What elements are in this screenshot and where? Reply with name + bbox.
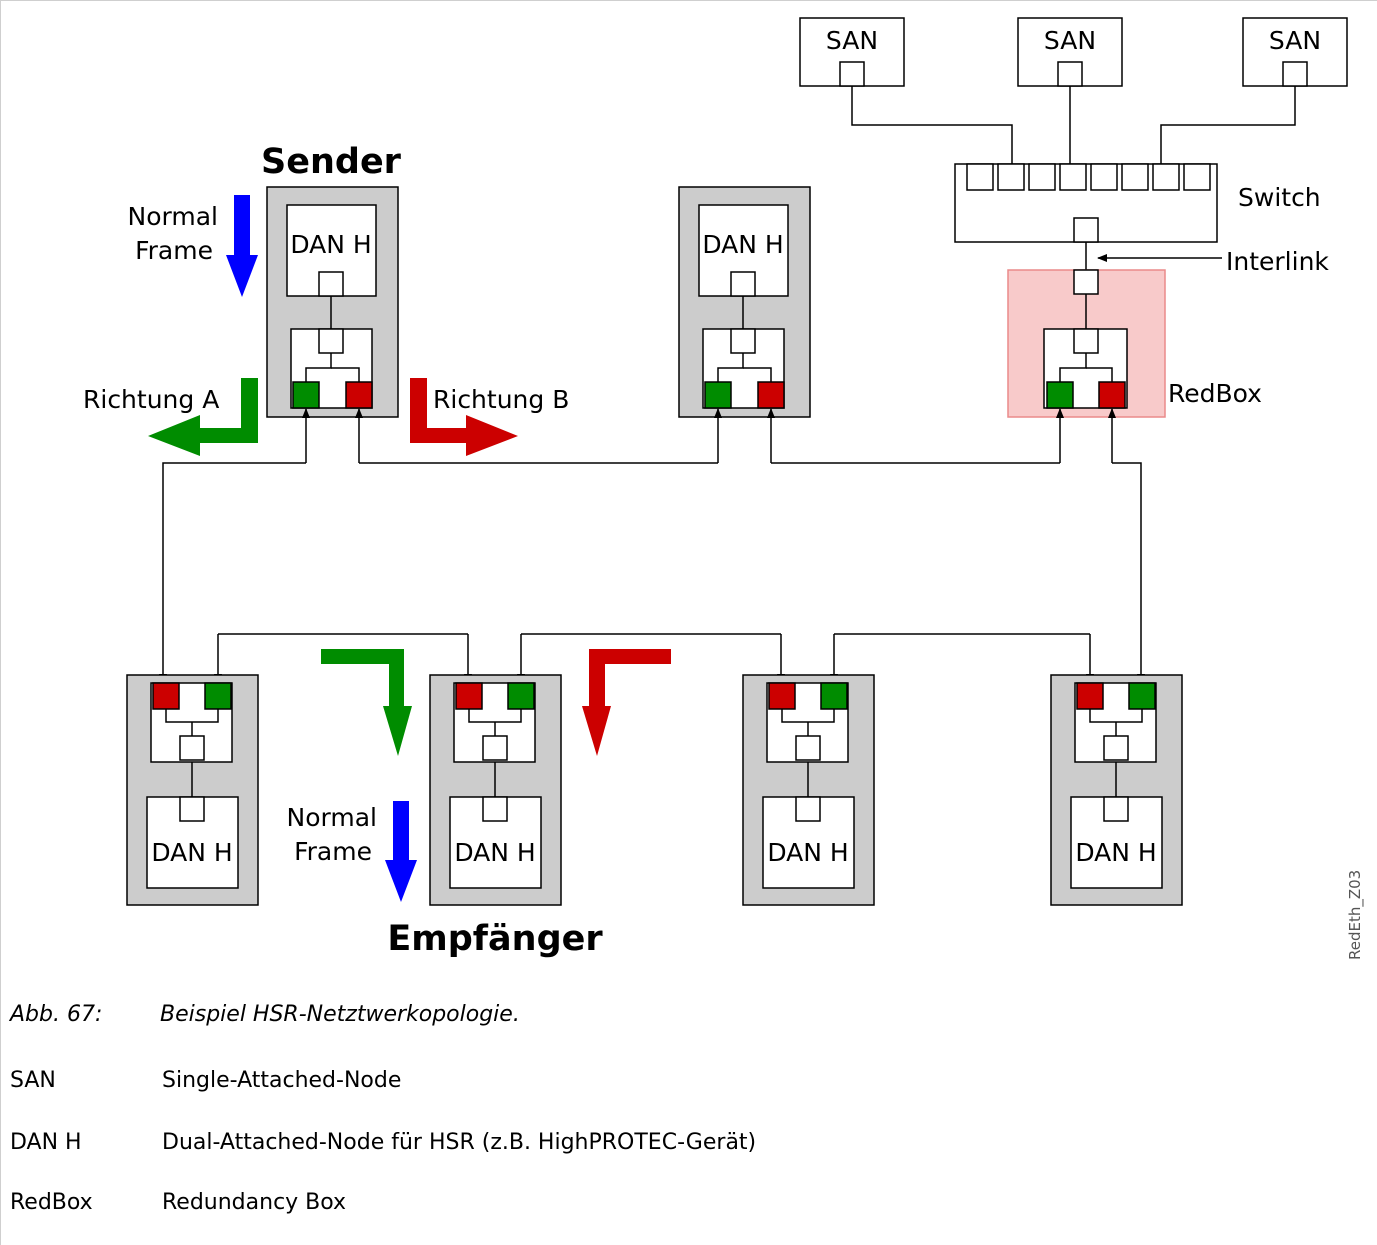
- redbox-node: [1007, 269, 1166, 418]
- port-a-icon: [507, 682, 535, 710]
- caption-text: Beispiel HSR-Netztwerkopologie.: [160, 1002, 520, 1027]
- richtung-b-label: Richtung B: [433, 385, 569, 414]
- legend-term: SAN: [10, 1068, 56, 1093]
- port-b-icon: [1076, 682, 1104, 710]
- switch: [954, 163, 1218, 243]
- dan-node-receiver: DAN H: [429, 674, 562, 906]
- sender-title: Sender: [261, 142, 402, 182]
- legend-row: DAN H Dual-Attached-Node für HSR (z.B. Hi…: [10, 1130, 756, 1155]
- port-b-icon: [768, 682, 796, 710]
- richtung-a-label: Richtung A: [83, 385, 219, 414]
- dan-node: DAN H: [1050, 674, 1183, 906]
- san-label: SAN: [1044, 26, 1096, 55]
- interlink-label: Interlink: [1226, 247, 1329, 276]
- blue-down-arrow-icon: [226, 195, 258, 297]
- dan-label: DAN H: [767, 838, 848, 867]
- dan-label: DAN H: [151, 838, 232, 867]
- port-a-icon: [1046, 381, 1074, 409]
- red-turn-down-arrow-icon: [582, 649, 671, 756]
- port-b-icon: [757, 381, 785, 409]
- port-a-icon: [292, 381, 320, 409]
- san-switch-links: [851, 86, 1296, 164]
- switch-label: Switch: [1238, 183, 1321, 212]
- dan-label: DAN H: [1075, 838, 1156, 867]
- dan-node: DAN H: [742, 674, 875, 906]
- left-border: [0, 0, 1, 1245]
- ring-links-top: [159, 408, 1145, 684]
- top-border: [0, 0, 1377, 1]
- receiver-title: Empfänger: [387, 919, 603, 959]
- san-label: SAN: [826, 26, 878, 55]
- dan-label: DAN H: [702, 230, 783, 259]
- dan-label: DAN H: [290, 230, 371, 259]
- normal-frame-label: Frame: [135, 236, 213, 265]
- red-turn-right-arrow-icon: [410, 378, 518, 456]
- hsr-topology-diagram: SAN SAN SAN: [83, 17, 1365, 960]
- figure-caption: Abb. 67: Beispiel HSR-Netztwerkopologie.: [10, 1002, 520, 1027]
- legend-term: DAN H: [10, 1130, 82, 1155]
- figure-id-watermark: RedEth_Z03: [1346, 870, 1365, 960]
- legend-description: Single-Attached-Node: [162, 1068, 402, 1093]
- san-node: SAN: [1017, 17, 1123, 87]
- port-a-icon: [704, 381, 732, 409]
- dan-node: DAN H: [678, 186, 811, 418]
- dan-node: DAN H: [126, 674, 259, 906]
- port-a-icon: [204, 682, 232, 710]
- san-node: SAN: [799, 17, 905, 87]
- redbox-label: RedBox: [1168, 379, 1262, 408]
- caption-number: Abb. 67:: [10, 1002, 103, 1027]
- port-a-icon: [820, 682, 848, 710]
- legend-row: SAN Single-Attached-Node: [10, 1068, 401, 1093]
- dan-label: DAN H: [454, 838, 535, 867]
- green-turn-left-arrow-icon: [148, 378, 258, 456]
- green-turn-down-arrow-icon: [321, 649, 412, 756]
- san-label: SAN: [1269, 26, 1321, 55]
- port-a-icon: [1128, 682, 1156, 710]
- port-b-icon: [1098, 381, 1126, 409]
- blue-down-arrow-icon: [385, 801, 417, 902]
- ring-links-bottom: [214, 633, 1094, 684]
- san-node: SAN: [1242, 17, 1348, 87]
- port-b-icon: [345, 381, 373, 409]
- legend-row: RedBox Redundancy Box: [10, 1190, 346, 1215]
- port-b-icon: [152, 682, 180, 710]
- dan-node-sender: DAN H: [266, 186, 399, 418]
- normal-frame-label: Normal: [128, 202, 218, 231]
- port-b-icon: [455, 682, 483, 710]
- legend-description: Dual-Attached-Node für HSR (z.B. HighPRO…: [162, 1130, 757, 1155]
- legend-description: Redundancy Box: [162, 1190, 347, 1215]
- normal-frame-label: Normal: [287, 803, 377, 832]
- normal-frame-label: Frame: [294, 837, 372, 866]
- legend-term: RedBox: [10, 1190, 93, 1215]
